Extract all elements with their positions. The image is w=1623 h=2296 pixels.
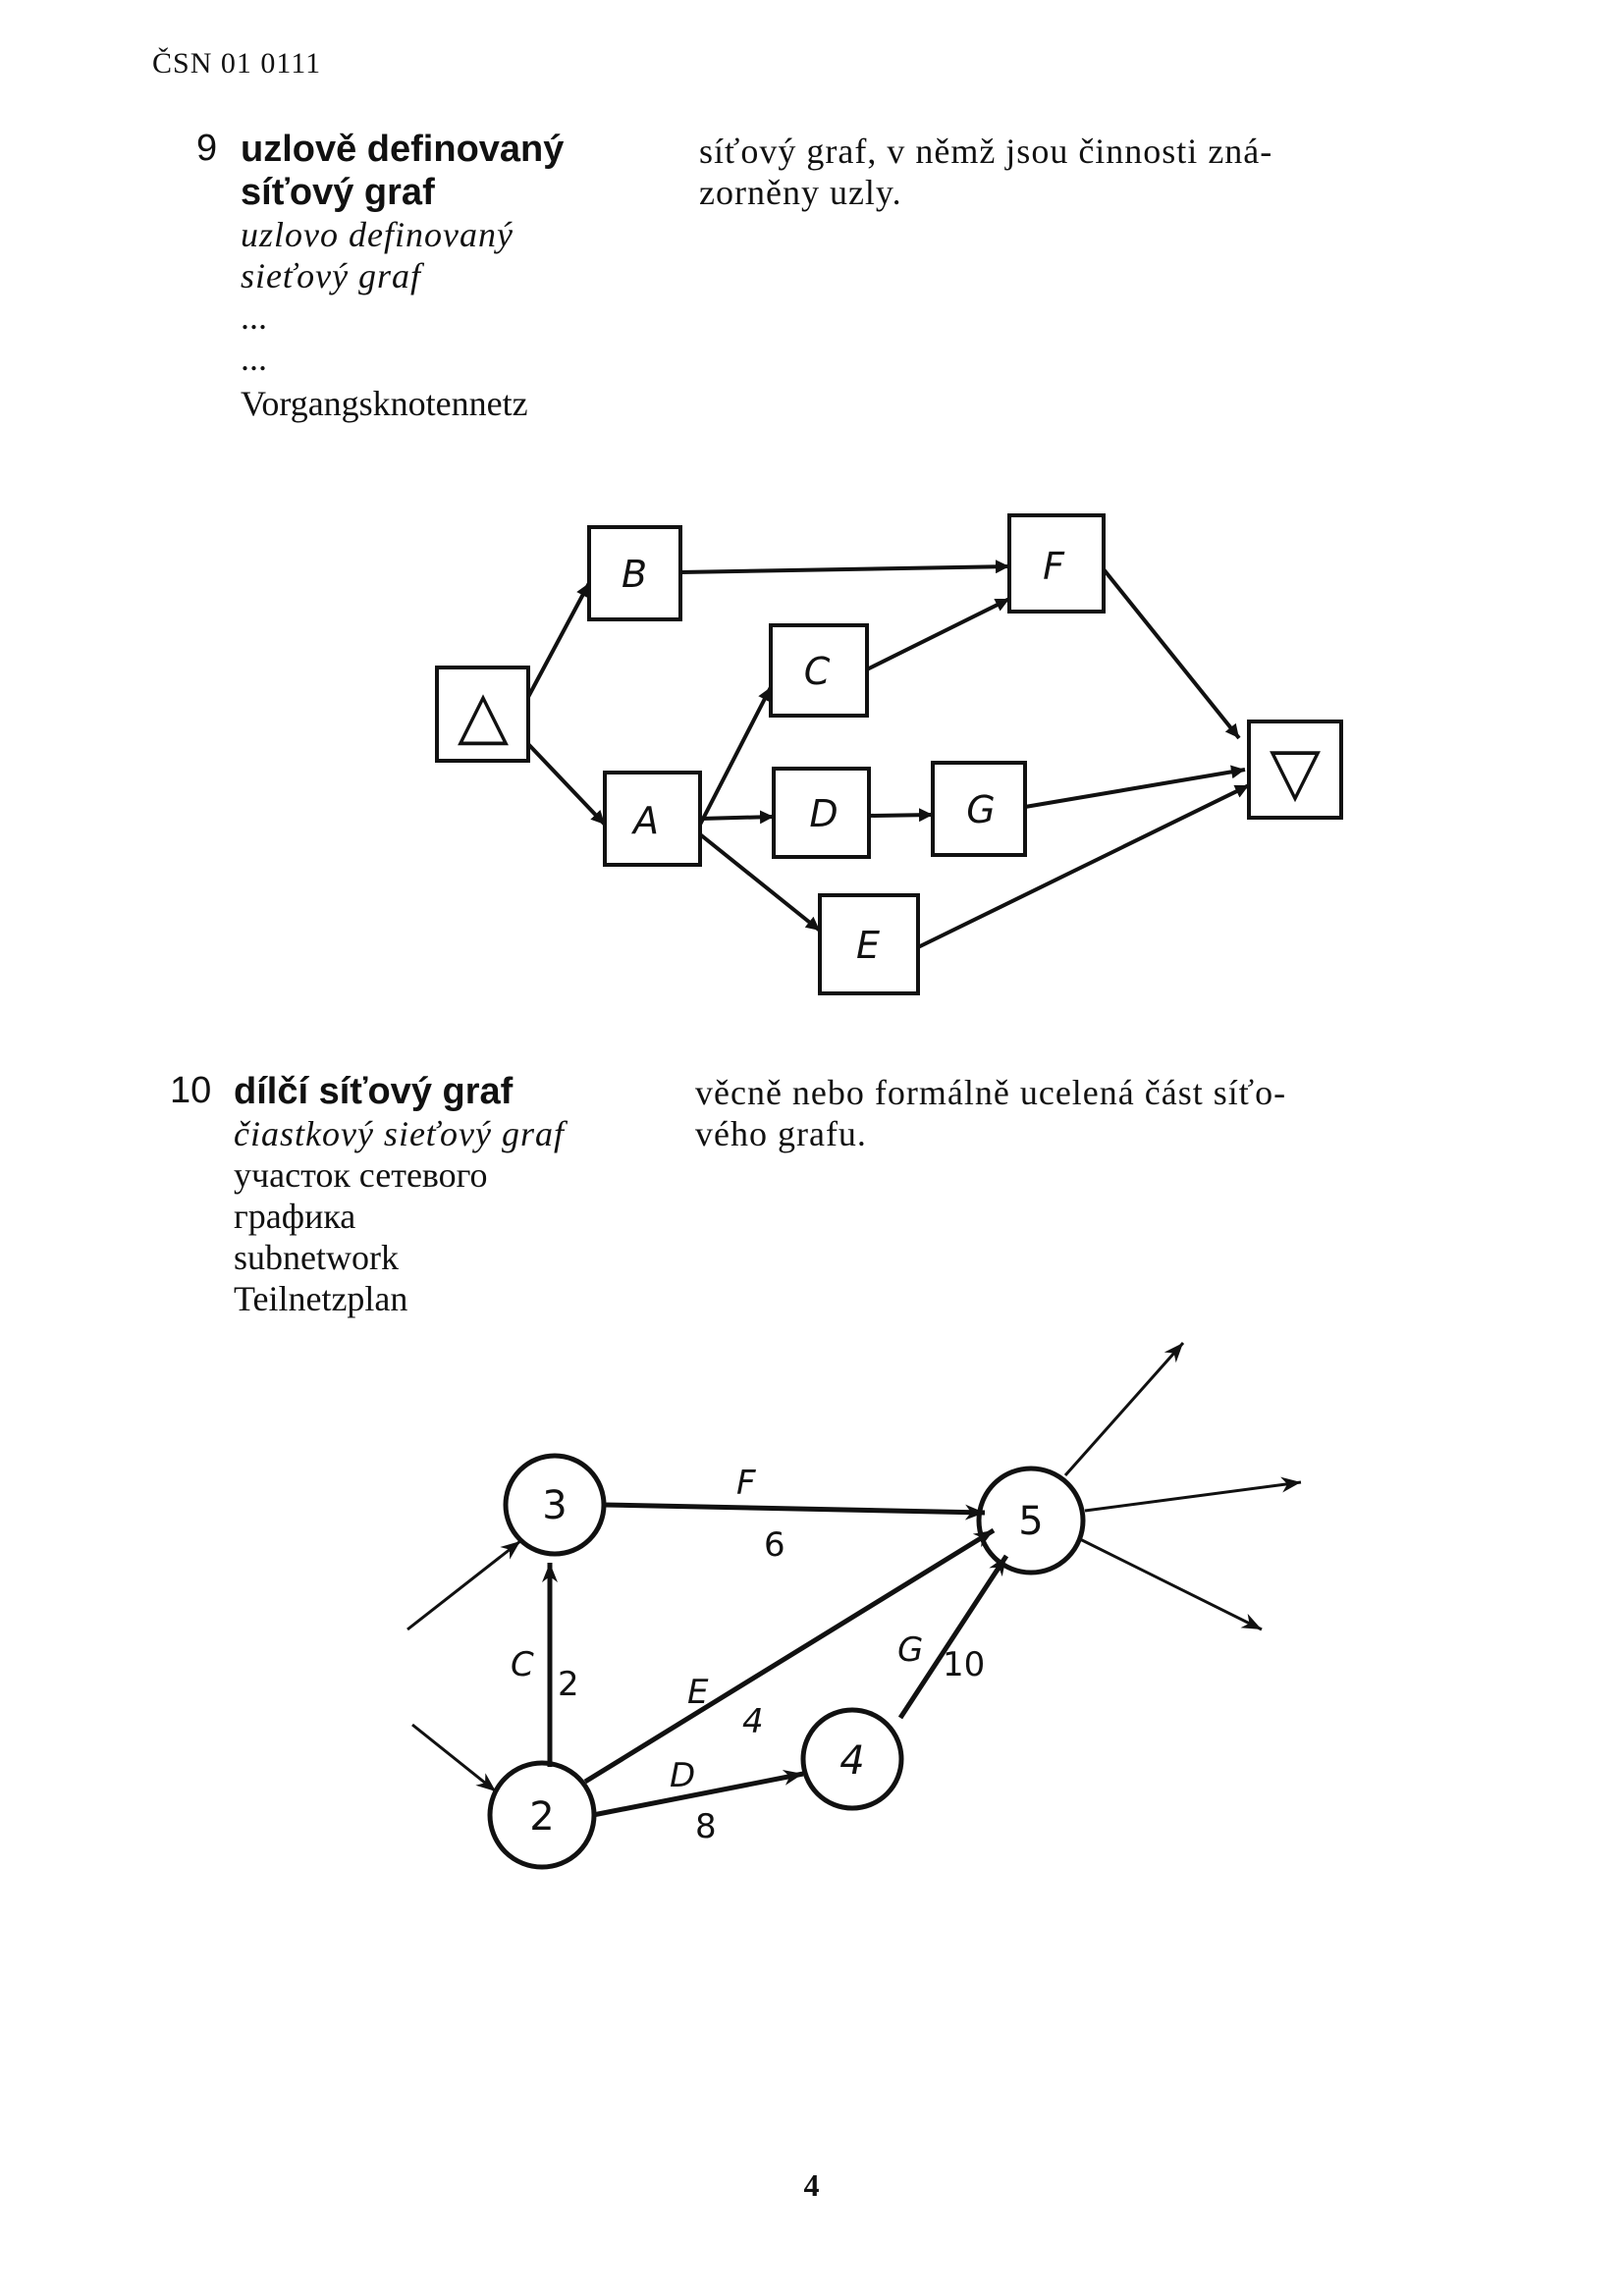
node-C [769, 623, 869, 718]
term-ru-line2: графика [234, 1197, 356, 1236]
edge-F-value: 6 [764, 1525, 785, 1565]
edge-D-name: D [670, 1756, 695, 1795]
node-4 [800, 1707, 904, 1811]
node-A-label: A [630, 799, 659, 842]
edge-start-A [526, 742, 607, 827]
node-C-label: C [804, 650, 831, 693]
entry-10-definition: věcně nebo formálně ucelená část síťo- v… [695, 1072, 1286, 1154]
term-cs-line2: síťový graf [241, 172, 435, 213]
edge-A-D [699, 810, 775, 825]
node-end [1247, 720, 1343, 820]
edge-D-G [868, 808, 934, 823]
term-en: ... [241, 339, 267, 378]
node-2 [487, 1760, 597, 1870]
edge-F-end [1102, 567, 1241, 740]
node-5-label: 5 [1018, 1499, 1043, 1544]
node-3 [503, 1453, 607, 1557]
edge-in-2 [411, 1723, 497, 1793]
node-start [435, 666, 530, 763]
definition-line1: síťový graf, v němž jsou činnosti zná- [699, 132, 1273, 171]
edge-B-F [679, 560, 1010, 574]
node-E [818, 893, 920, 995]
standard-code: ČSN 01 0111 [152, 47, 322, 80]
entry-9-number: 9 [196, 128, 218, 169]
definition-line2: vého grafu. [695, 1114, 867, 1153]
term-cs: dílčí síťový graf [234, 1071, 514, 1112]
edge-E-name: E [687, 1673, 709, 1712]
term-cs-line1: uzlově definovaný [241, 129, 565, 170]
term-sk-line2: sieťový graf [241, 256, 422, 295]
edge-D [592, 1770, 804, 1818]
edge-G [897, 1554, 1009, 1720]
node-D [772, 767, 871, 859]
edge-C-value: 2 [558, 1665, 579, 1704]
start-triangle-icon: △ [458, 676, 510, 754]
definition-line2: zorněny uzly. [699, 173, 902, 212]
page-number: 4 [803, 2167, 820, 2203]
term-de: Teilnetzplan [234, 1279, 408, 1318]
edge-C-name: C [511, 1645, 534, 1684]
node-3-label: 3 [542, 1483, 567, 1528]
node-5 [976, 1466, 1086, 1575]
entry-10-terms: dílčí síťový graf čiastkový sieťový graf… [234, 1070, 565, 1319]
edge-in-3 [406, 1539, 521, 1631]
edge-out-2 [1084, 1476, 1302, 1513]
node-2-label: 2 [529, 1794, 554, 1840]
edge-G-name: G [897, 1630, 923, 1670]
entry-9-terms: uzlově definovaný síťový graf uzlovo def… [241, 128, 564, 424]
node-G-label: G [966, 788, 995, 831]
edge-start-B [526, 582, 591, 698]
edge-C-F [866, 597, 1010, 671]
node-F [1007, 513, 1106, 614]
edge-A-C [698, 686, 773, 826]
end-triangle-icon: ▽ [1270, 733, 1322, 811]
edge-E-end [917, 783, 1250, 949]
term-sk: čiastkový sieťový graf [234, 1114, 565, 1153]
node-A [603, 771, 702, 867]
edge-G-end [1024, 765, 1246, 809]
edge-D-value: 8 [695, 1807, 717, 1846]
term-de: Vorgangsknotennetz [241, 384, 528, 423]
edge-A-E [698, 832, 822, 933]
entry-9-definition: síťový graf, v němž jsou činnosti zná- z… [699, 131, 1272, 213]
term-ru-line1: участок сетевого [234, 1155, 488, 1195]
edge-out-1 [1063, 1342, 1185, 1476]
edge-F [603, 1502, 986, 1521]
term-sk-line1: uzlovo definovaný [241, 215, 514, 254]
edge-E [583, 1527, 996, 1785]
edge-out-3 [1079, 1537, 1263, 1631]
term-ru: ... [241, 297, 267, 337]
node-B-label: B [622, 553, 647, 596]
edge-G-value: 10 [943, 1645, 985, 1684]
node-B [587, 525, 682, 621]
edge-E-value: 4 [742, 1702, 764, 1741]
entry-10-number: 10 [170, 1070, 212, 1111]
node-E-label: E [856, 924, 880, 967]
edge-F-name: F [736, 1464, 756, 1503]
node-D-label: D [809, 792, 838, 835]
definition-line1: věcně nebo formálně ucelená část síťo- [695, 1073, 1287, 1112]
term-en: subnetwork [234, 1238, 399, 1277]
node-G [931, 761, 1027, 857]
node-F-label: F [1043, 545, 1065, 588]
node-4-label: 4 [839, 1738, 864, 1784]
